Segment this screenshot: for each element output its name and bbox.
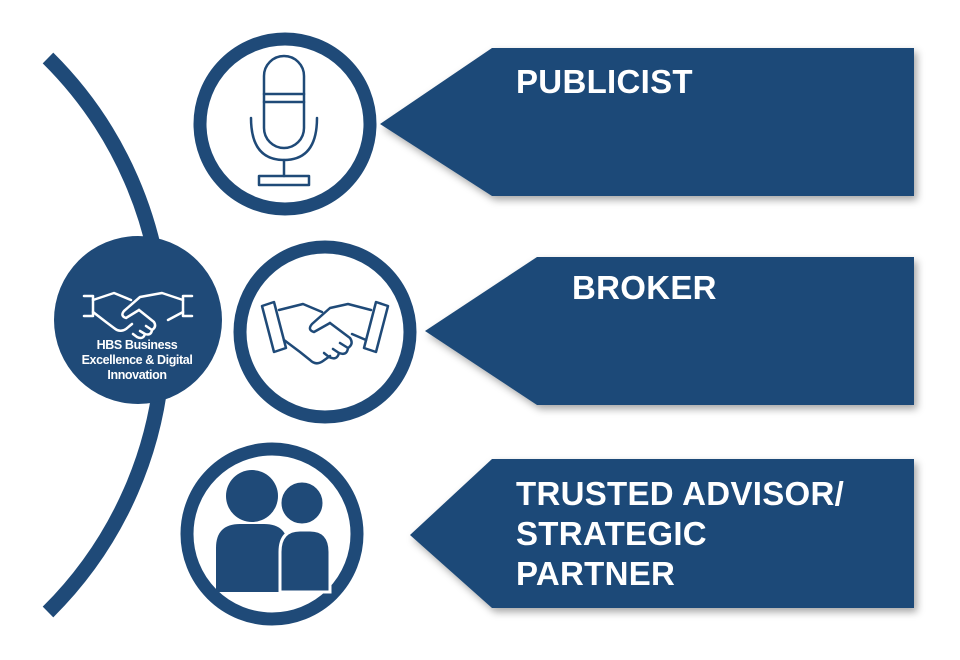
hub-label-line-3: Innovation — [107, 368, 167, 382]
microphone-icon — [249, 54, 319, 187]
hub-label-line-1: HBS Business — [96, 338, 178, 352]
banner-trusted-advisor — [410, 459, 914, 608]
people-icon — [216, 470, 332, 594]
ring-publicist — [193, 32, 377, 216]
banner-publicist — [380, 48, 914, 196]
ring-broker — [233, 240, 417, 424]
hub-label-line-2: Excellence & Digital — [81, 353, 193, 367]
banner-broker — [425, 257, 914, 405]
role-label-publicist: PUBLICIST — [516, 63, 693, 100]
hub-circle — [54, 236, 222, 404]
role-label-trusted-advisor: TRUSTED ADVISOR/ STRATEGIC PARTNER — [516, 475, 845, 592]
hub-handshake-icon — [82, 291, 194, 340]
hub-label: HBS Business Excellence & Digital Innova… — [62, 338, 212, 383]
role-label-broker: BROKER — [572, 269, 717, 306]
handshake-icon — [260, 300, 390, 365]
